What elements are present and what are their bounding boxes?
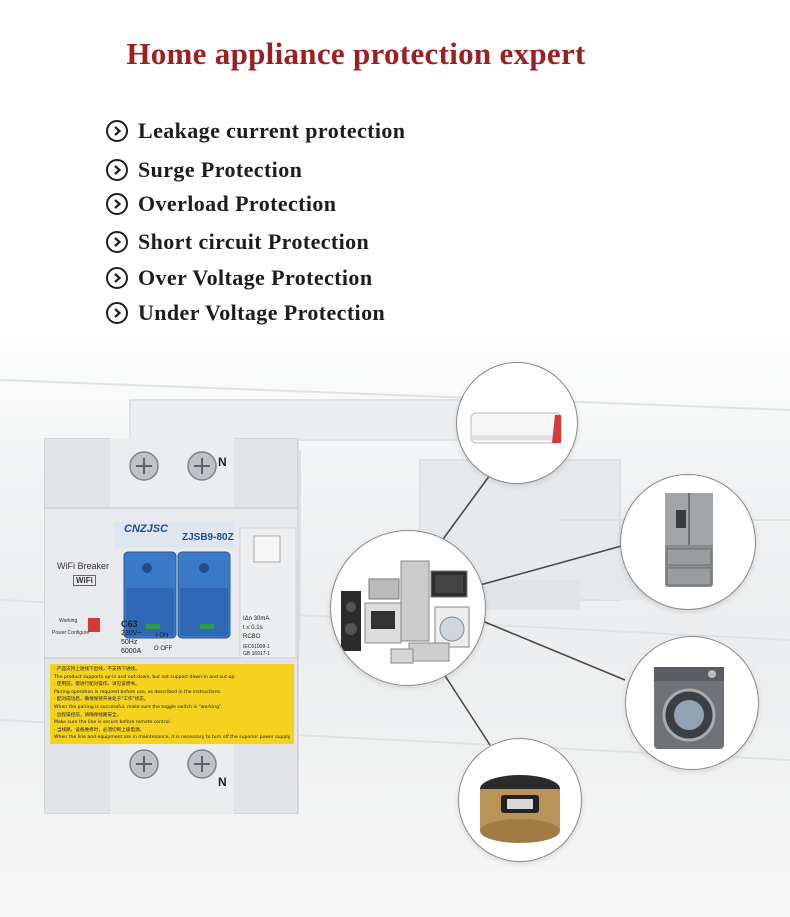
off-label: O OFF — [154, 646, 173, 652]
leak-rating-label: IΔn 30mA — [243, 616, 270, 622]
notice-line: Make sure the line is secure before remo… — [54, 720, 172, 726]
feature-item-leakage: Leakage current protection — [106, 118, 405, 144]
feature-label: Over Voltage Protection — [138, 265, 373, 290]
trip-time-label: t ≤ 0.1s — [243, 625, 263, 631]
feature-label: Leakage current protection — [138, 118, 406, 143]
chevron-right-icon — [106, 302, 128, 324]
notice-line: · 远程操控前，请确保线路安全。 — [54, 712, 122, 718]
notice-line: · 产品支持上进线下出线，不支持下进线。 — [54, 667, 140, 672]
rating-label: C63 — [121, 619, 138, 629]
appliance-group-bubble — [330, 530, 486, 686]
feature-item-surge: Surge Protection — [106, 157, 302, 183]
notice-label: · 产品支持上进线下出线，不支持下进线。 The product support… — [54, 666, 290, 742]
chevron-right-icon — [106, 231, 128, 253]
notice-line: When the line and equipment are in maint… — [54, 735, 290, 741]
feature-label: Under Voltage Protection — [138, 300, 386, 325]
chevron-right-icon — [106, 267, 128, 289]
notice-line: · 当线路、设备维修时，必须切断上级电源。 — [54, 727, 145, 733]
notice-line: The product supports up-in and out-down,… — [54, 674, 236, 680]
refrigerator-icon — [665, 493, 713, 587]
rice-cooker-bubble — [458, 738, 582, 862]
wifi-badge: WiFi — [73, 575, 96, 586]
feature-label: Overload Protection — [138, 191, 337, 216]
appliance-group-icon — [341, 560, 470, 664]
breaker-brand: CNZJSC — [124, 523, 169, 535]
type-label: RCBO — [243, 634, 261, 640]
feature-label: Short circuit Protection — [138, 229, 370, 254]
page-title: Home appliance protection expert — [126, 36, 586, 71]
washing-machine-icon — [654, 667, 724, 749]
power-configure-label: Power Configure — [52, 630, 90, 636]
notice-line: When the pairing is successful, make sur… — [54, 704, 223, 710]
refrigerator-bubble — [620, 474, 756, 610]
feature-label: Surge Protection — [138, 157, 303, 182]
feature-item-under-voltage: Under Voltage Protection — [106, 300, 385, 326]
wifi-breaker-image — [44, 438, 299, 814]
notice-line: Pairing operation is required before use… — [54, 689, 222, 695]
terminal-n-bottom: N — [218, 775, 227, 789]
wifi-breaker-label: WiFi Breaker — [57, 561, 110, 571]
feature-item-over-voltage: Over Voltage Protection — [106, 265, 372, 291]
air-conditioner-icon — [470, 412, 562, 444]
frequency-label: 50Hz — [121, 639, 138, 646]
chevron-right-icon — [106, 193, 128, 215]
rice-cooker-icon — [480, 775, 560, 843]
working-label: Working — [59, 618, 78, 624]
feature-item-short-circuit: Short circuit Protection — [106, 229, 369, 255]
capacity-label: 6000A — [121, 648, 142, 655]
standard-2-label: GB 16917-1 — [243, 651, 270, 657]
chevron-right-icon — [106, 120, 128, 142]
on-label: I ON — [156, 633, 169, 639]
notice-line: · 配对成功后，确保保持开关处于"工作"状态。 — [54, 697, 149, 703]
breaker-model: ZJSB9-80Z — [182, 532, 234, 543]
feature-item-overload: Overload Protection — [106, 191, 336, 217]
terminal-n-top: N — [218, 455, 227, 469]
air-conditioner-bubble — [456, 362, 578, 484]
chevron-right-icon — [106, 159, 128, 181]
standard-1-label: IEC61009-1 — [243, 644, 270, 650]
notice-line: · 使用前，需进行配对操作，详见说明书。 — [54, 682, 140, 688]
voltage-label: 230V~ — [121, 630, 142, 637]
washing-machine-bubble — [625, 636, 759, 770]
